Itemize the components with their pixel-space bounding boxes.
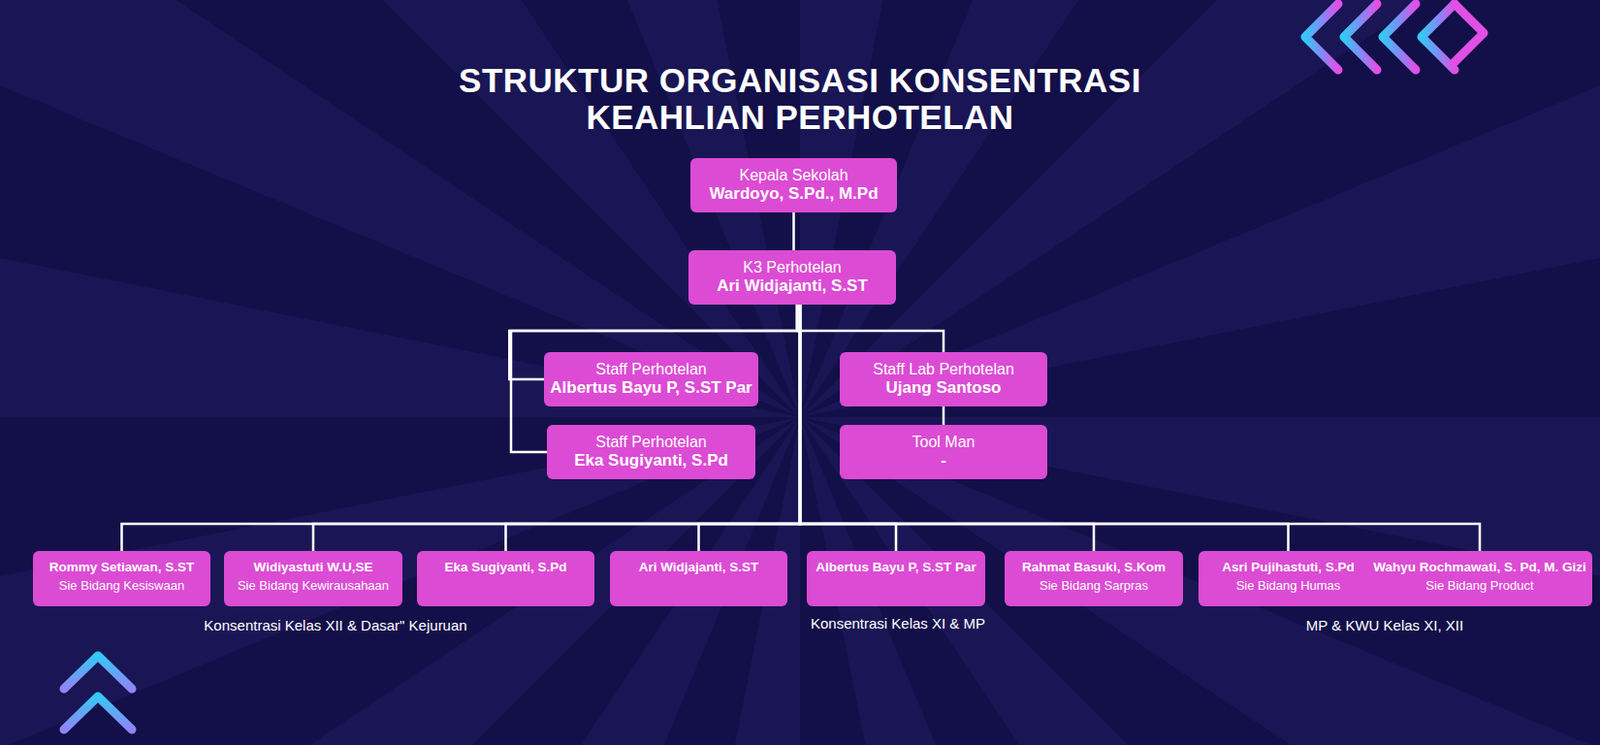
- box-text: Eka Sugiyanti, S.Pd: [574, 450, 729, 471]
- role-box: Staff PerhotelanAlbertus Bayu P, S.ST Pa…: [544, 352, 758, 407]
- box-heading: Rommy Setiawan, S.ST: [49, 559, 194, 576]
- connector-line: [800, 304, 1480, 551]
- member-box: Albertus Bayu P, S.ST Par: [806, 550, 986, 607]
- box-heading: Staff Lab Perhotelan: [872, 359, 1015, 379]
- connector-line: [800, 304, 1289, 551]
- sunburst-ray: [0, 416, 800, 745]
- box-text: Sie Bidang Kesiswaan: [59, 577, 185, 594]
- chevron-decoration: [1305, 3, 1484, 70]
- box-text: Ari Widjajanti, S.ST: [716, 276, 868, 296]
- member-box: Asri Pujihastuti, S.PdSie Bidang Humas: [1198, 550, 1378, 607]
- member-box: Eka Sugiyanti, S.Pd: [416, 550, 595, 607]
- sunburst-ray: [800, 416, 1600, 745]
- member-box: Rommy Setiawan, S.STSie Bidang Kesiswaan: [32, 550, 211, 607]
- connector-line: [122, 304, 801, 551]
- member-box: Wahyu Rochmawati, S. Pd, M. GiziSie Bida…: [1367, 550, 1592, 607]
- box-heading: K3 Perhotelan: [742, 257, 841, 277]
- box-text: Sie Bidang Kewirausahaan: [237, 577, 389, 594]
- box-heading: Staff Perhotelan: [595, 432, 706, 451]
- box-heading: Tool Man: [912, 432, 976, 451]
- box-text: Sie Bidang Sarpras: [1039, 577, 1149, 594]
- box-text: Sie Bidang Product: [1425, 577, 1534, 594]
- chevron-decoration: [64, 655, 132, 730]
- group-label: Konsentrasi Kelas XI & MP: [810, 614, 986, 632]
- box-heading: Eka Sugiyanti, S.Pd: [444, 559, 567, 576]
- box-text: Ujang Santoso: [885, 378, 1001, 398]
- member-box: Ari Widjajanti, S.ST: [609, 550, 788, 607]
- role-box: Staff PerhotelanEka Sugiyanti, S.Pd: [546, 424, 756, 480]
- box-heading: Albertus Bayu P, S.ST Par: [815, 559, 977, 576]
- role-box: K3 PerhotelanAri Widjajanti, S.ST: [688, 250, 896, 305]
- box-heading: Kepala Sekolah: [738, 165, 848, 185]
- connector-line: [313, 304, 800, 551]
- connector-line: [800, 304, 1094, 551]
- role-box: Kepala SekolahWardoyo, S.Pd., M.Pd: [690, 158, 897, 213]
- member-box: Rahmat Basuki, S.KomSie Bidang Sarpras: [1004, 550, 1184, 607]
- box-heading: Ari Widjajanti, S.ST: [639, 559, 760, 576]
- sunburst-ray: [800, 416, 1600, 745]
- chart-title: STRUKTUR ORGANISASI KONSENTRASI KEAHLIAN…: [373, 62, 1227, 136]
- box-text: -: [940, 450, 947, 471]
- box-heading: Wahyu Rochmawati, S. Pd, M. Gizi: [1373, 559, 1586, 576]
- connector-line: [942, 406, 946, 425]
- connector-line: [792, 212, 796, 251]
- box-heading: Staff Perhotelan: [595, 359, 706, 379]
- box-heading: Widiyastuti W.U,SE: [254, 559, 374, 576]
- box-text: Wardoyo, S.Pd., M.Pd: [708, 184, 878, 204]
- group-label: MP & KWU Kelas XI, XII: [1306, 616, 1464, 634]
- group-label: Konsentrasi Kelas XII & Dasar" Kejuruan: [203, 616, 467, 634]
- box-text: Albertus Bayu P, S.ST Par: [549, 378, 752, 398]
- box-text: Sie Bidang Humas: [1236, 577, 1342, 594]
- box-heading: Asri Pujihastuti, S.Pd: [1221, 559, 1355, 576]
- member-box: Widiyastuti W.U,SESie Bidang Kewirausaha…: [224, 550, 403, 607]
- role-box: Tool Man-: [839, 424, 1048, 480]
- connector-line: [797, 304, 944, 352]
- role-box: Staff Lab PerhotelanUjang Santoso: [839, 352, 1048, 407]
- connector-line: [506, 304, 801, 551]
- box-heading: Rahmat Basuki, S.Kom: [1022, 559, 1166, 576]
